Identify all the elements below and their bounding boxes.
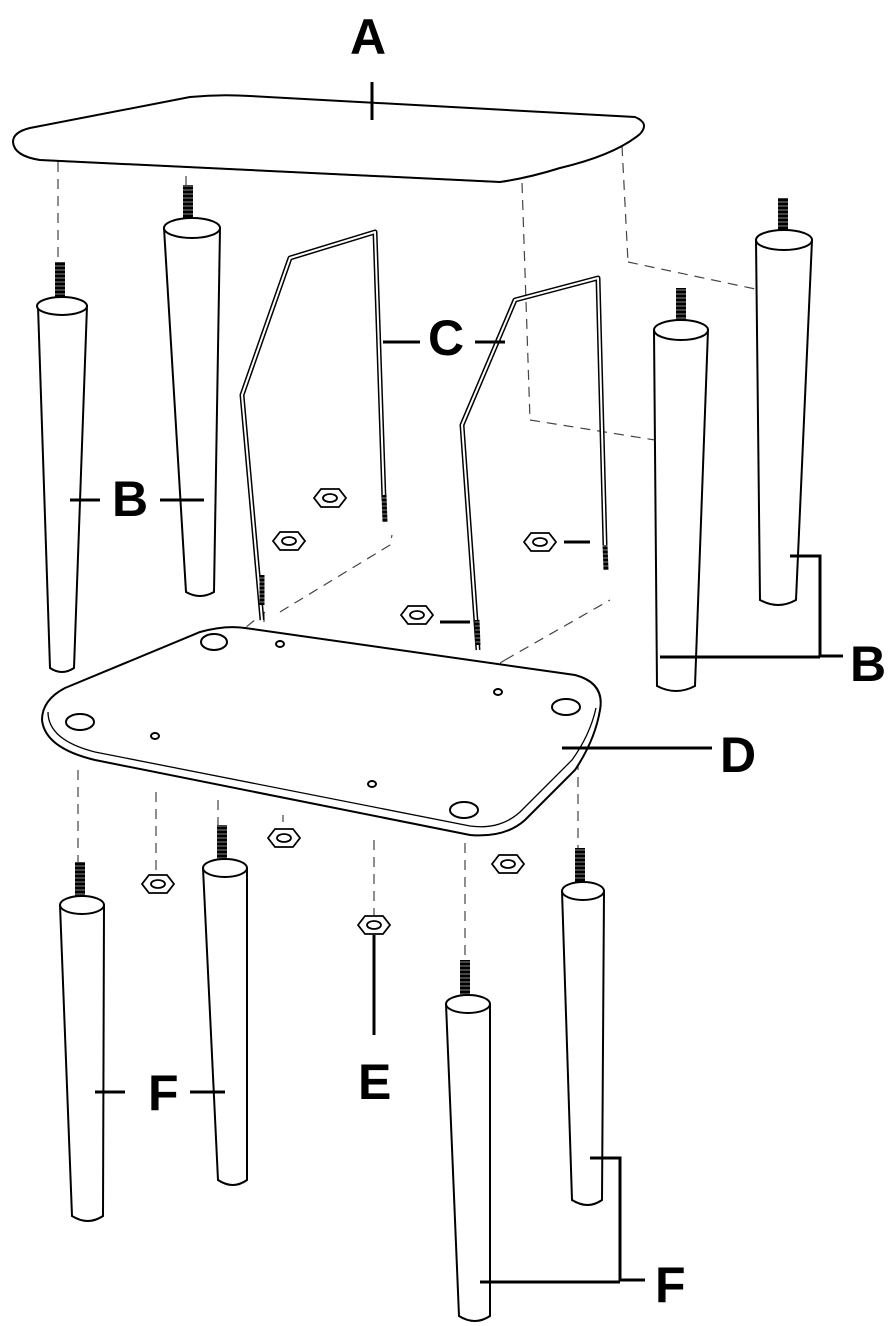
part-label-e: E [358, 1054, 392, 1110]
part-label-b-left: B [112, 471, 149, 527]
upper-leg-b-3 [652, 288, 710, 692]
part-label-f-left: F [148, 1065, 179, 1121]
tabletop-a [11, 82, 645, 184]
wire-frame-c-right [459, 275, 609, 651]
lower-leg-f-2 [201, 825, 248, 1186]
lower-leg-f-1 [58, 862, 106, 1222]
upper-leg-b-2 [162, 185, 222, 597]
guide-lines [57, 145, 761, 960]
upper-nuts [271, 488, 558, 625]
part-label-d: D [720, 727, 757, 783]
base-plate-d [40, 626, 602, 837]
lower-leg-f-3 [444, 960, 491, 1322]
wire-frame-c-left [239, 229, 388, 621]
part-label-c: C [428, 310, 465, 366]
lower-leg-f-4 [560, 848, 606, 1206]
part-label-b-right: B [850, 636, 887, 692]
upper-leg-b-1 [36, 262, 89, 673]
upper-leg-b-4 [754, 198, 814, 606]
part-label-f-right: F [655, 1257, 686, 1313]
leader-lines [70, 340, 843, 1284]
part-label-a: A [350, 9, 387, 65]
lower-nuts [140, 828, 526, 935]
